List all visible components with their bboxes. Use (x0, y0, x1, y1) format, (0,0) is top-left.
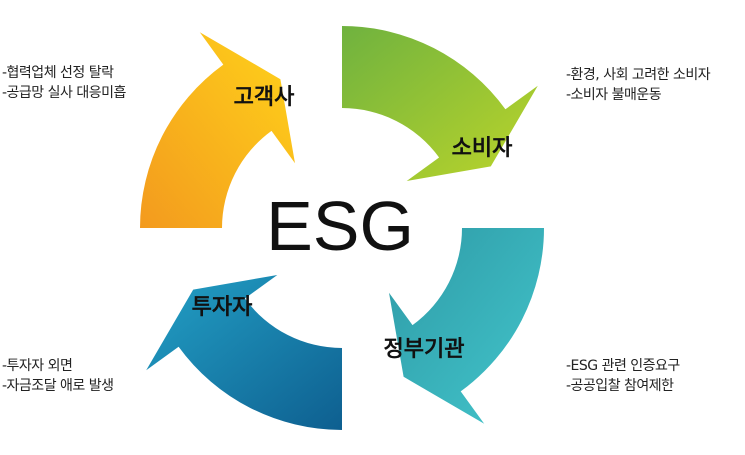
segment-government-label: 정부기관 (384, 336, 465, 361)
segment-investors-label: 투자자 (192, 294, 253, 319)
segment-government-arrow (389, 228, 544, 424)
note-top-right: -환경, 사회 고려한 소비자 -소비자 불매운동 (566, 65, 711, 105)
note-line: -ESG 관련 인증요구 (566, 358, 680, 374)
note-line: -협력업체 선정 탈락 (2, 65, 114, 81)
center-label: ESG (266, 187, 414, 265)
segment-customers-label: 고객사 (234, 84, 295, 109)
segment-customers-arrow (140, 32, 295, 229)
note-line: -환경, 사회 고려한 소비자 (566, 67, 711, 83)
note-bottom-left: -투자자 외면 -자금조달 애로 발생 (2, 356, 114, 396)
note-line: -공급망 실사 대응미흡 (2, 85, 126, 101)
note-line: -투자자 외면 (2, 358, 73, 374)
note-line: -공공입찰 참여제한 (566, 378, 674, 394)
segment-consumers-label: 소비자 (452, 135, 513, 160)
note-top-left: -협력업체 선정 탈락 -공급망 실사 대응미흡 (2, 63, 126, 103)
segment-consumers-arrow (342, 26, 538, 181)
note-line: -소비자 불매운동 (566, 87, 662, 103)
note-line: -자금조달 애로 발생 (2, 378, 114, 394)
note-bottom-right: -ESG 관련 인증요구 -공공입찰 참여제한 (566, 356, 680, 396)
segment-investors-arrow (146, 275, 342, 430)
